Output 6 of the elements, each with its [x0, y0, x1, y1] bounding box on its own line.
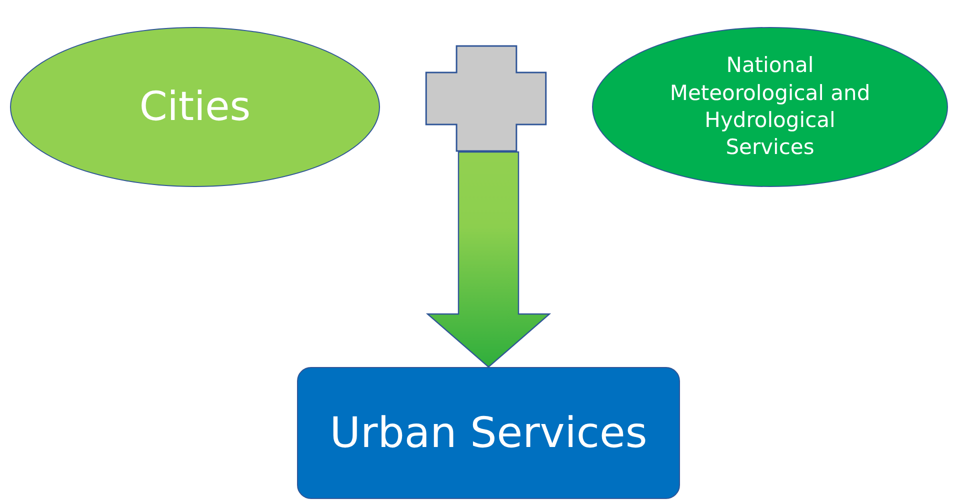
rounded-box [297, 367, 680, 499]
node-label: National Meteorological and Hydrological Services [668, 52, 872, 162]
plus-sign-shape [425, 45, 547, 152]
node-label: Cities [139, 83, 251, 132]
node-label: Urban Services [330, 406, 648, 459]
block-arrow [426, 151, 552, 368]
